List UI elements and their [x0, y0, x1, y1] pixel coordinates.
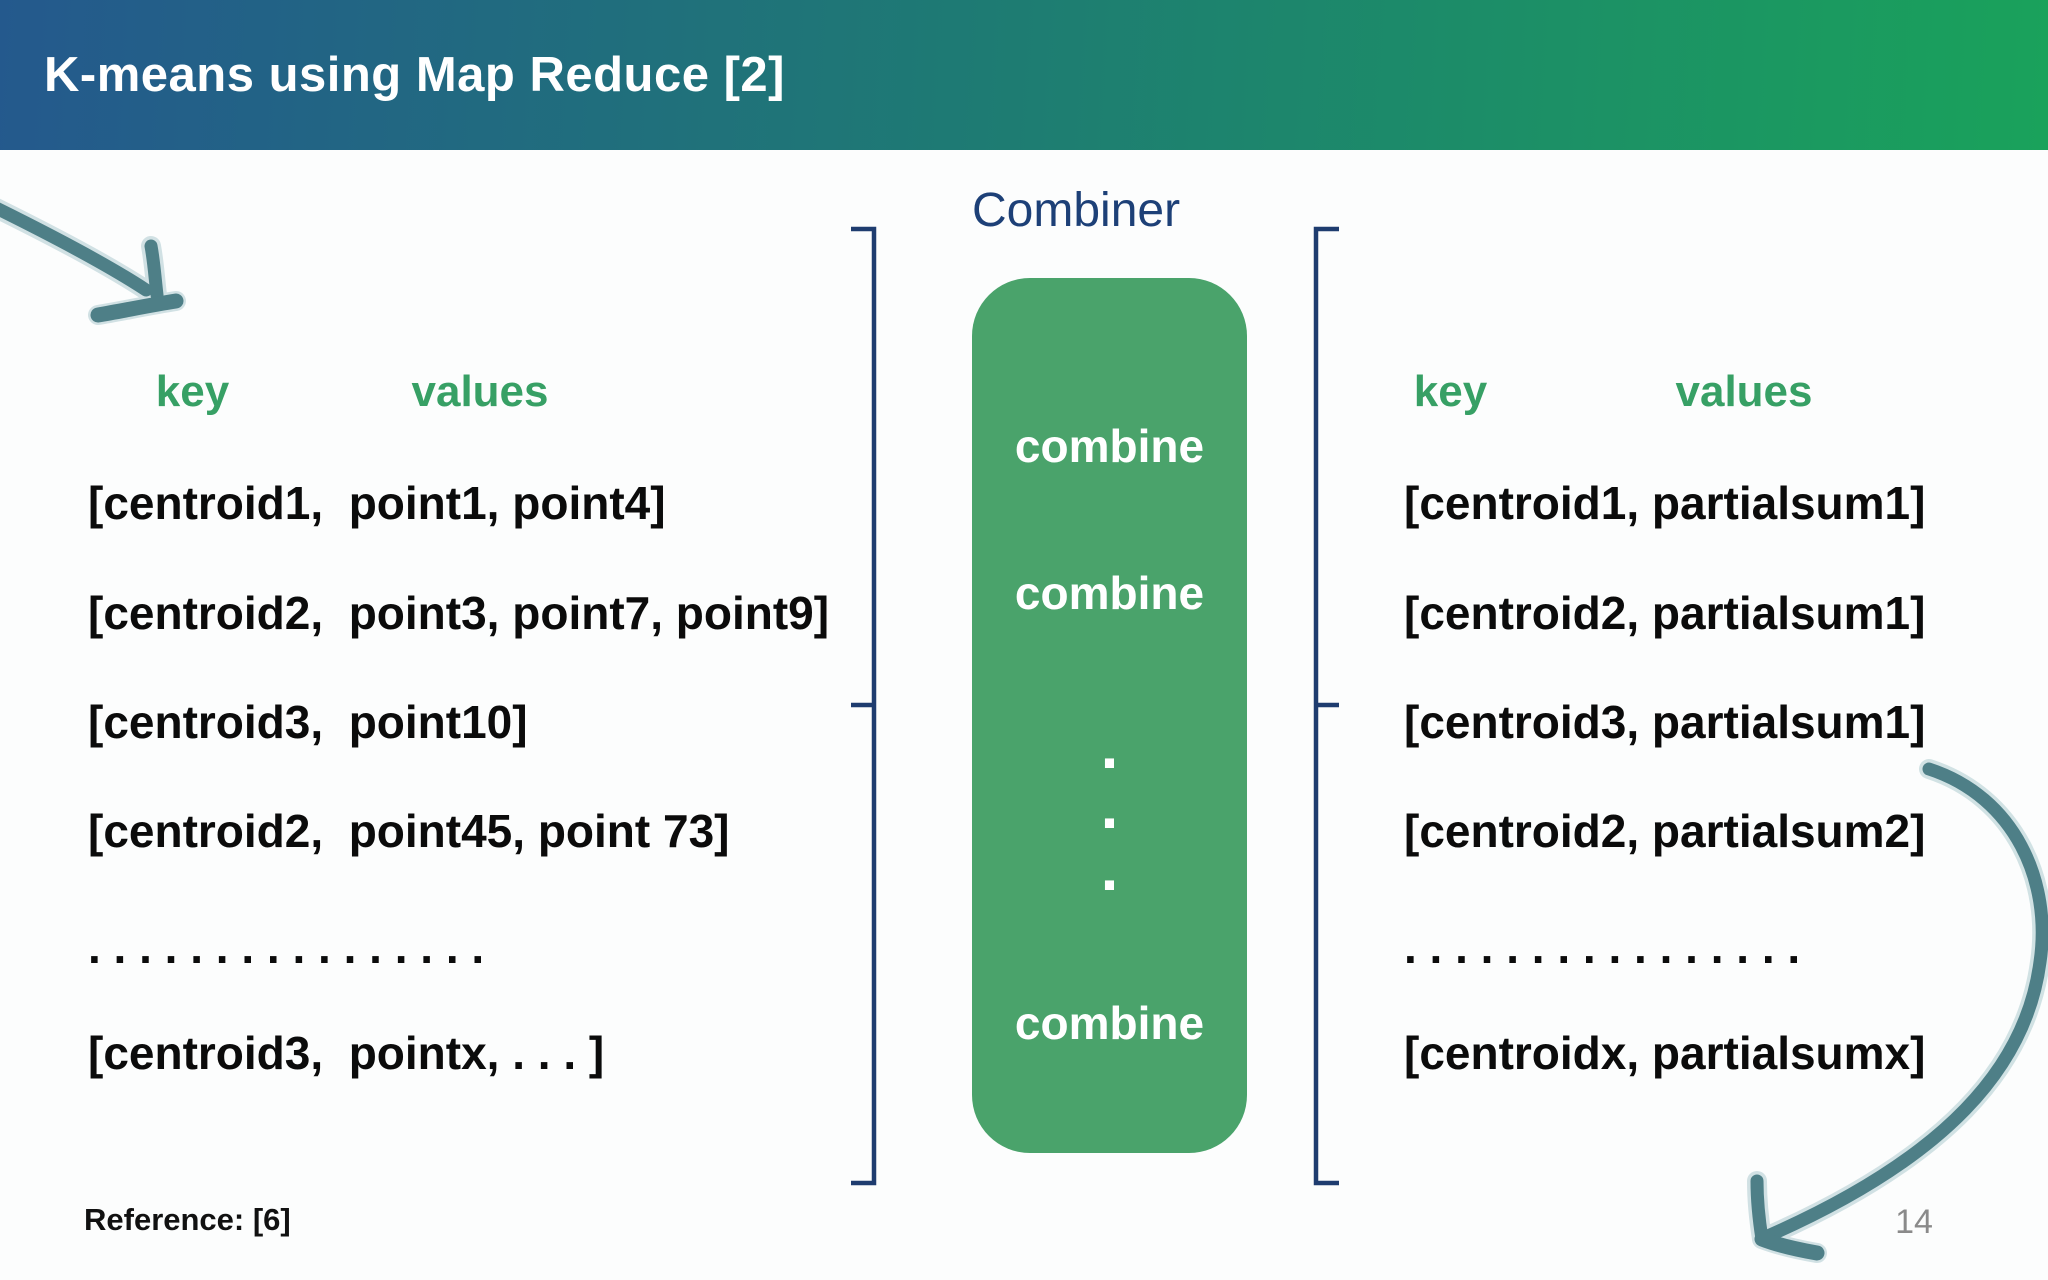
combiner-ellipsis-dot: .	[1100, 710, 1119, 782]
combine-step-2: combine	[1014, 567, 1205, 619]
right-table-row: [centroid2, partialsum2]	[1404, 805, 1926, 857]
combiner-ellipsis-dot: .	[1100, 770, 1119, 842]
right-key-header: key	[1413, 367, 1488, 416]
reference-note: Reference: [6]	[84, 1202, 291, 1237]
left-table-row: [centroid2, point45, point 73]	[88, 805, 730, 857]
right-table-row: [centroidx, partialsumx]	[1404, 1027, 1926, 1079]
right-table-row: [centroid3, partialsum1]	[1404, 696, 1926, 748]
combine-step-3: combine	[1014, 997, 1205, 1049]
left-values-header: values	[411, 367, 549, 416]
left-table-row: [centroid3, pointx, . . . ]	[88, 1027, 605, 1079]
right-bracket	[1313, 226, 1339, 1186]
hand-arrow-top-left	[0, 198, 186, 325]
right-table-ellipsis-row: . . . . . . . . . . . . . . . .	[1404, 921, 1801, 973]
left-table-row: [centroid1, point1, point4]	[88, 477, 666, 529]
header-bar: K-means using Map Reduce [2]	[0, 0, 2048, 150]
slide-title: K-means using Map Reduce [2]	[44, 48, 785, 102]
left-table-ellipsis-row: . . . . . . . . . . . . . . . .	[88, 921, 485, 973]
combiner-box: combine combine . . . combine	[972, 278, 1247, 1153]
combiner-ellipsis-dot: .	[1100, 832, 1119, 904]
page-number: 14	[1895, 1203, 1933, 1241]
left-key-header: key	[155, 367, 230, 416]
right-table-row: [centroid2, partialsum1]	[1404, 587, 1926, 639]
right-table-row: [centroid1, partialsum1]	[1404, 477, 1926, 529]
combine-step-1: combine	[1014, 420, 1205, 472]
right-values-header: values	[1675, 367, 1813, 416]
left-table-row: [centroid2, point3, point7, point9]	[88, 587, 830, 639]
left-bracket	[851, 226, 877, 1186]
combiner-heading: Combiner	[972, 184, 1181, 237]
left-table-row: [centroid3, point10]	[88, 696, 528, 748]
